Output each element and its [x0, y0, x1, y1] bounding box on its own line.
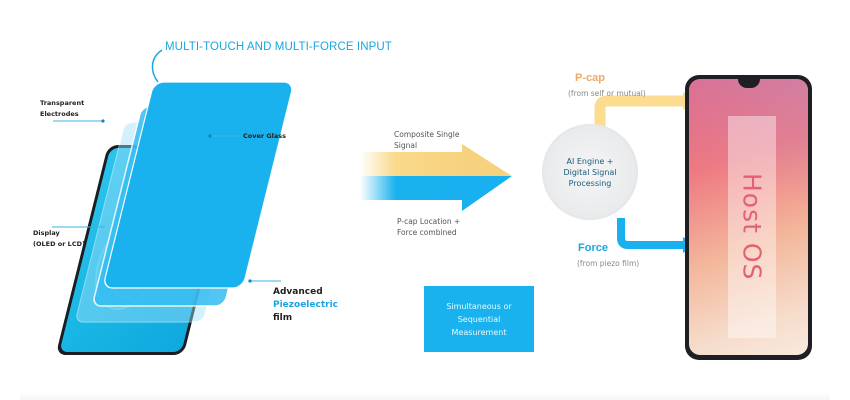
- pcap-subtitle: (from self or mutual): [568, 89, 646, 98]
- force-subtitle: (from piezo film): [577, 259, 640, 268]
- host-os-label: Host OS: [737, 173, 767, 281]
- piezo-label-line1: Advanced: [273, 287, 323, 297]
- electrodes-label-line1: Transparent: [40, 99, 85, 107]
- pcap-force-line2: Force combined: [397, 228, 457, 237]
- composite-signal-label: Composite Single Signal: [394, 129, 459, 151]
- processor-line1: AI Engine +: [566, 156, 614, 166]
- cover-glass-layer: [104, 81, 293, 289]
- pcap-force-line1: P-cap Location +: [397, 217, 461, 226]
- display-label-line1: Display: [33, 229, 60, 237]
- display-label-line2: (OLED or LCD): [33, 240, 85, 248]
- electrodes-label-line2: Electrodes: [40, 110, 79, 118]
- host-phone-screen: Host OS: [689, 79, 808, 355]
- title-leader-line: [151, 49, 163, 83]
- display-label: Display (OLED or LCD): [33, 228, 85, 250]
- measurement-line1: Simultaneous or: [446, 301, 512, 311]
- measurement-line2: Sequential: [457, 314, 501, 324]
- composite-signal-line2: Signal: [394, 141, 418, 150]
- measurement-box: Simultaneous or Sequential Measurement: [424, 286, 534, 352]
- force-title: Force: [578, 242, 608, 254]
- electrodes-label: Transparent Electrodes: [40, 98, 84, 120]
- piezo-label-line2: Piezoelectric: [273, 300, 338, 310]
- composite-signal-line1: Composite Single: [394, 130, 460, 139]
- host-os-panel: Host OS: [728, 116, 776, 338]
- pcap-title: P-cap: [575, 72, 605, 84]
- diagram-title: MULTI-TOUCH AND MULTI-FORCE INPUT: [165, 41, 392, 53]
- piezo-label-line3: film: [273, 313, 293, 323]
- processor-line3: Processing: [568, 178, 612, 188]
- force-output-arrow: [617, 218, 695, 253]
- composite-signal-arrow: [360, 144, 512, 211]
- piezo-label: Advanced Piezoelectric film: [273, 286, 338, 325]
- host-phone: Host OS: [685, 75, 812, 360]
- processor-line2: Digital Signal: [563, 167, 617, 177]
- bottom-shadow: [20, 392, 830, 400]
- phone-notch: [737, 79, 760, 88]
- cover-glass-label: Cover Glass: [243, 132, 287, 140]
- pcap-force-combined-label: P-cap Location + Force combined: [397, 216, 460, 238]
- ai-engine-circle: AI Engine + Digital Signal Processing: [542, 124, 638, 220]
- measurement-line3: Measurement: [451, 327, 507, 337]
